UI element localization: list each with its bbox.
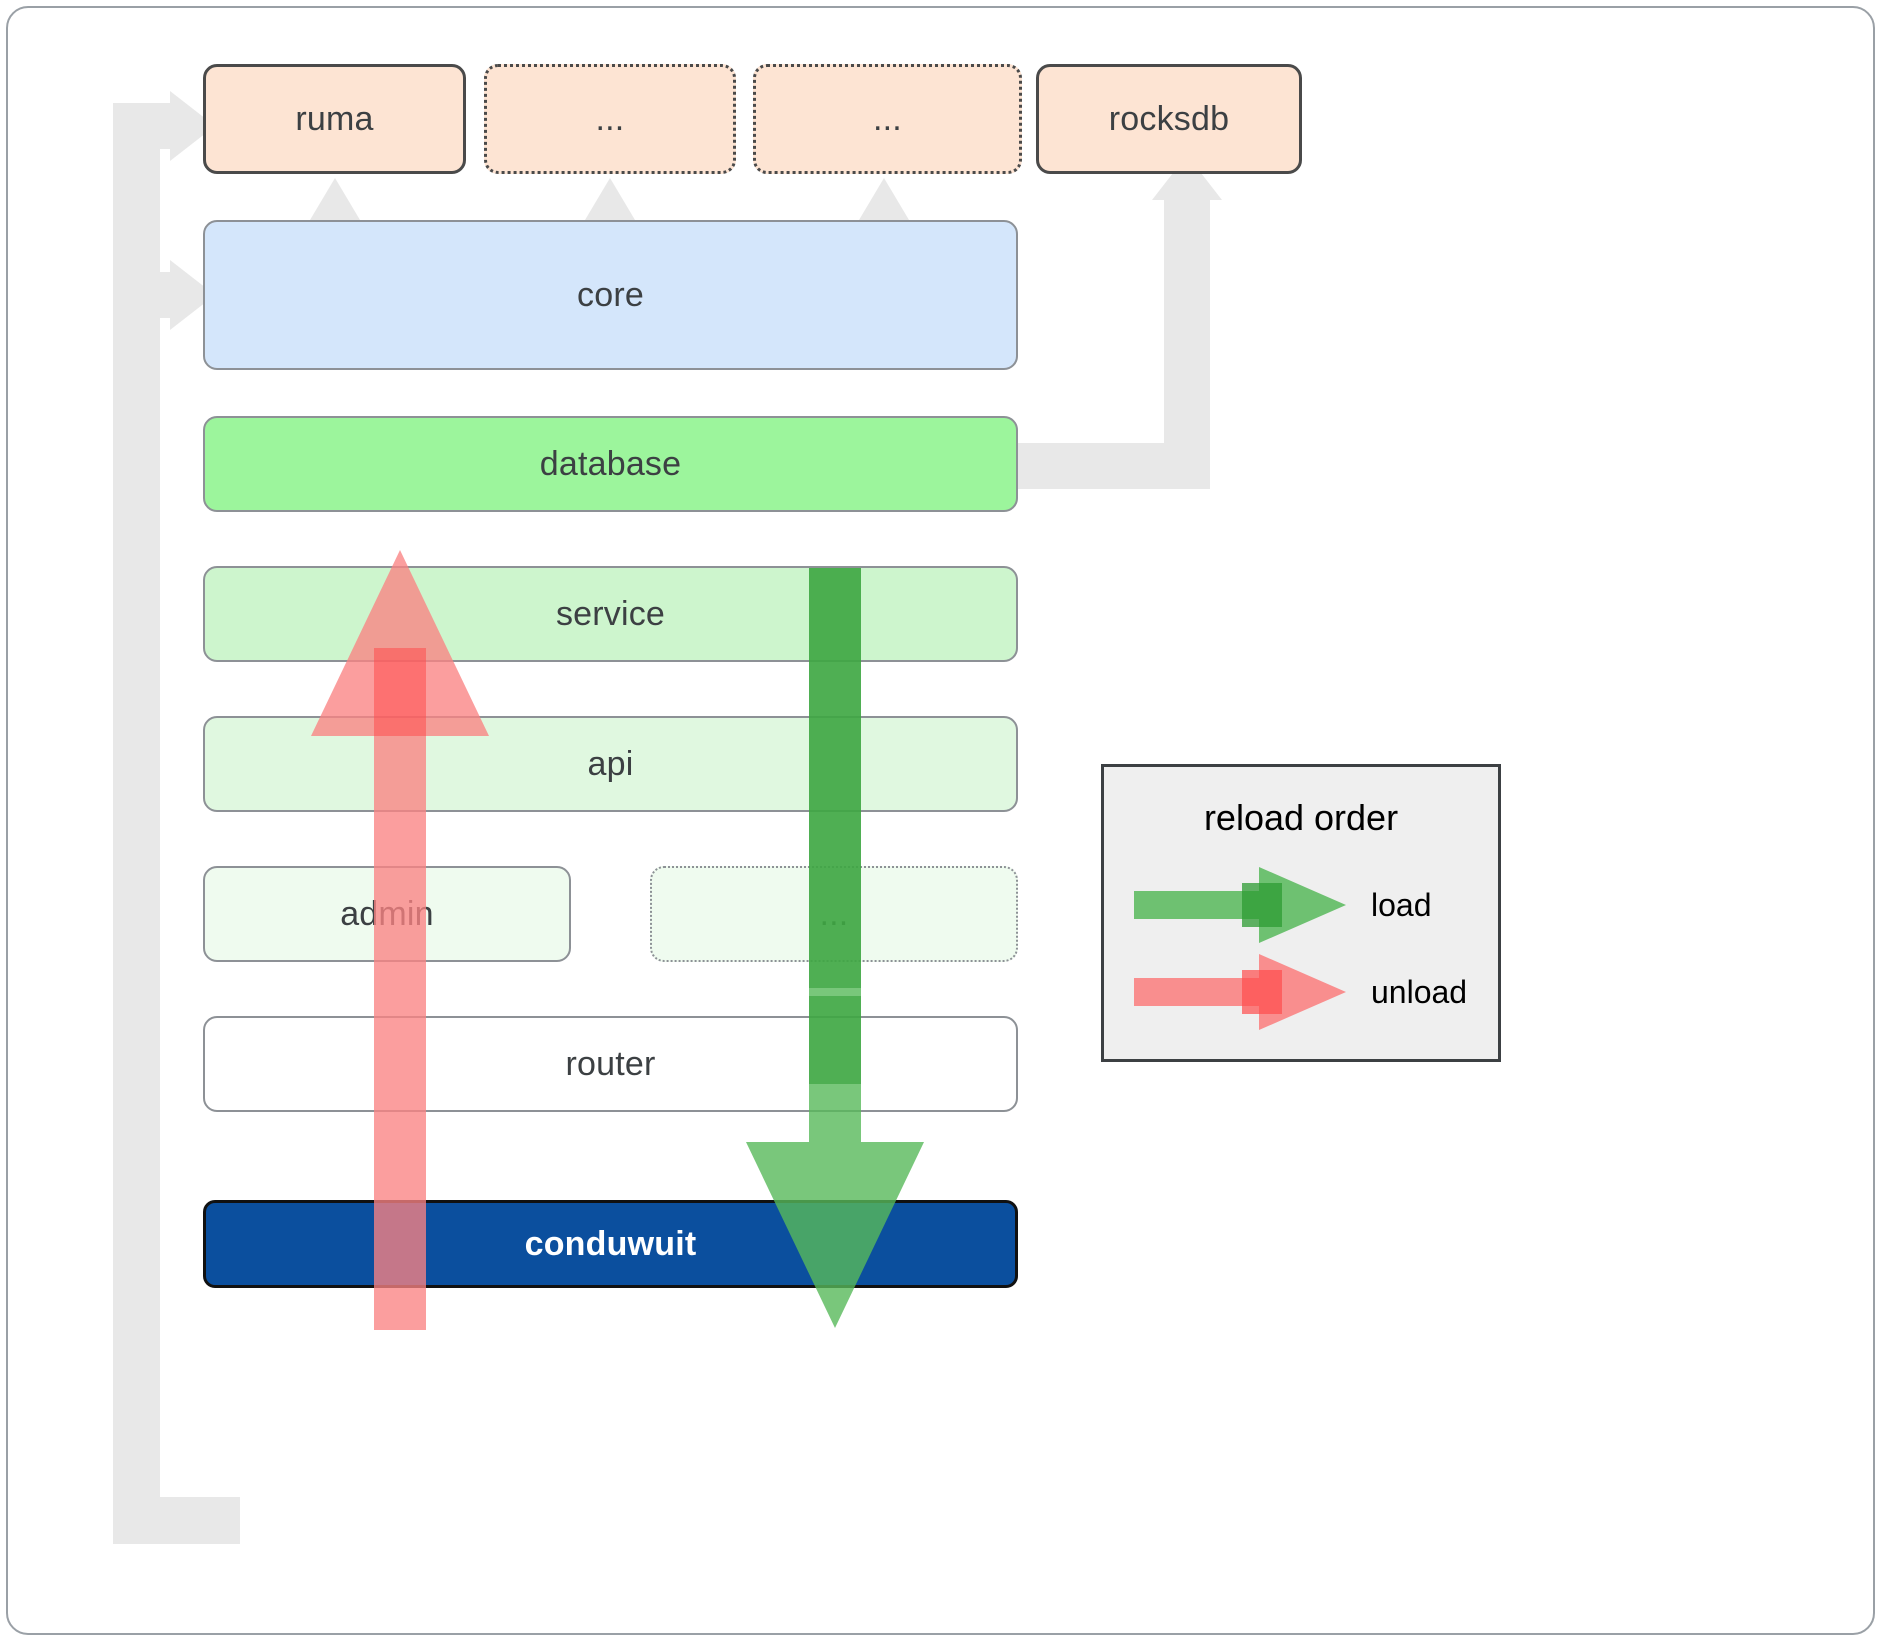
layer-box-admin[interactable]: admin [203,866,571,962]
layer-label: admin [340,894,434,933]
layer-label: database [539,444,682,483]
legend-panel: reload order load unload [1101,764,1501,1062]
app-box-conduwuit[interactable]: conduwuit [203,1200,1018,1288]
layer-label: core [577,275,644,314]
legend-row-load: load [1104,865,1498,945]
layer-label: ... [819,894,849,933]
layer-box-core[interactable]: core [203,220,1018,370]
legend-title: reload order [1203,797,1399,838]
layer-label: router [565,1044,656,1083]
layer-box-service[interactable]: service [203,566,1018,662]
crate-label: ... [873,99,902,138]
legend-label-load: load [1371,886,1432,923]
legend-label-unload: unload [1371,973,1468,1010]
crate-box-ruma[interactable]: ruma [203,64,466,174]
crate-label: ... [595,99,625,138]
crate-label: ruma [295,99,374,138]
layer-box-api[interactable]: api [203,716,1018,812]
layer-label: service [555,594,666,633]
app-label: conduwuit [524,1224,697,1263]
load-legend-arrow-icon [1134,867,1346,943]
crate-box-rocksdb[interactable]: rocksdb [1036,64,1302,174]
unload-legend-arrow-icon [1134,954,1346,1030]
crate-label: rocksdb [1108,99,1230,138]
layer-label: api [587,744,634,783]
layer-box-database[interactable]: database [203,416,1018,512]
layer-box-placeholder[interactable]: ... [650,866,1018,962]
legend-row-unload: unload [1104,952,1498,1032]
crate-box-placeholder-2[interactable]: ... [753,64,1022,174]
layer-box-router[interactable]: router [203,1016,1018,1112]
crate-box-placeholder-1[interactable]: ... [484,64,736,174]
